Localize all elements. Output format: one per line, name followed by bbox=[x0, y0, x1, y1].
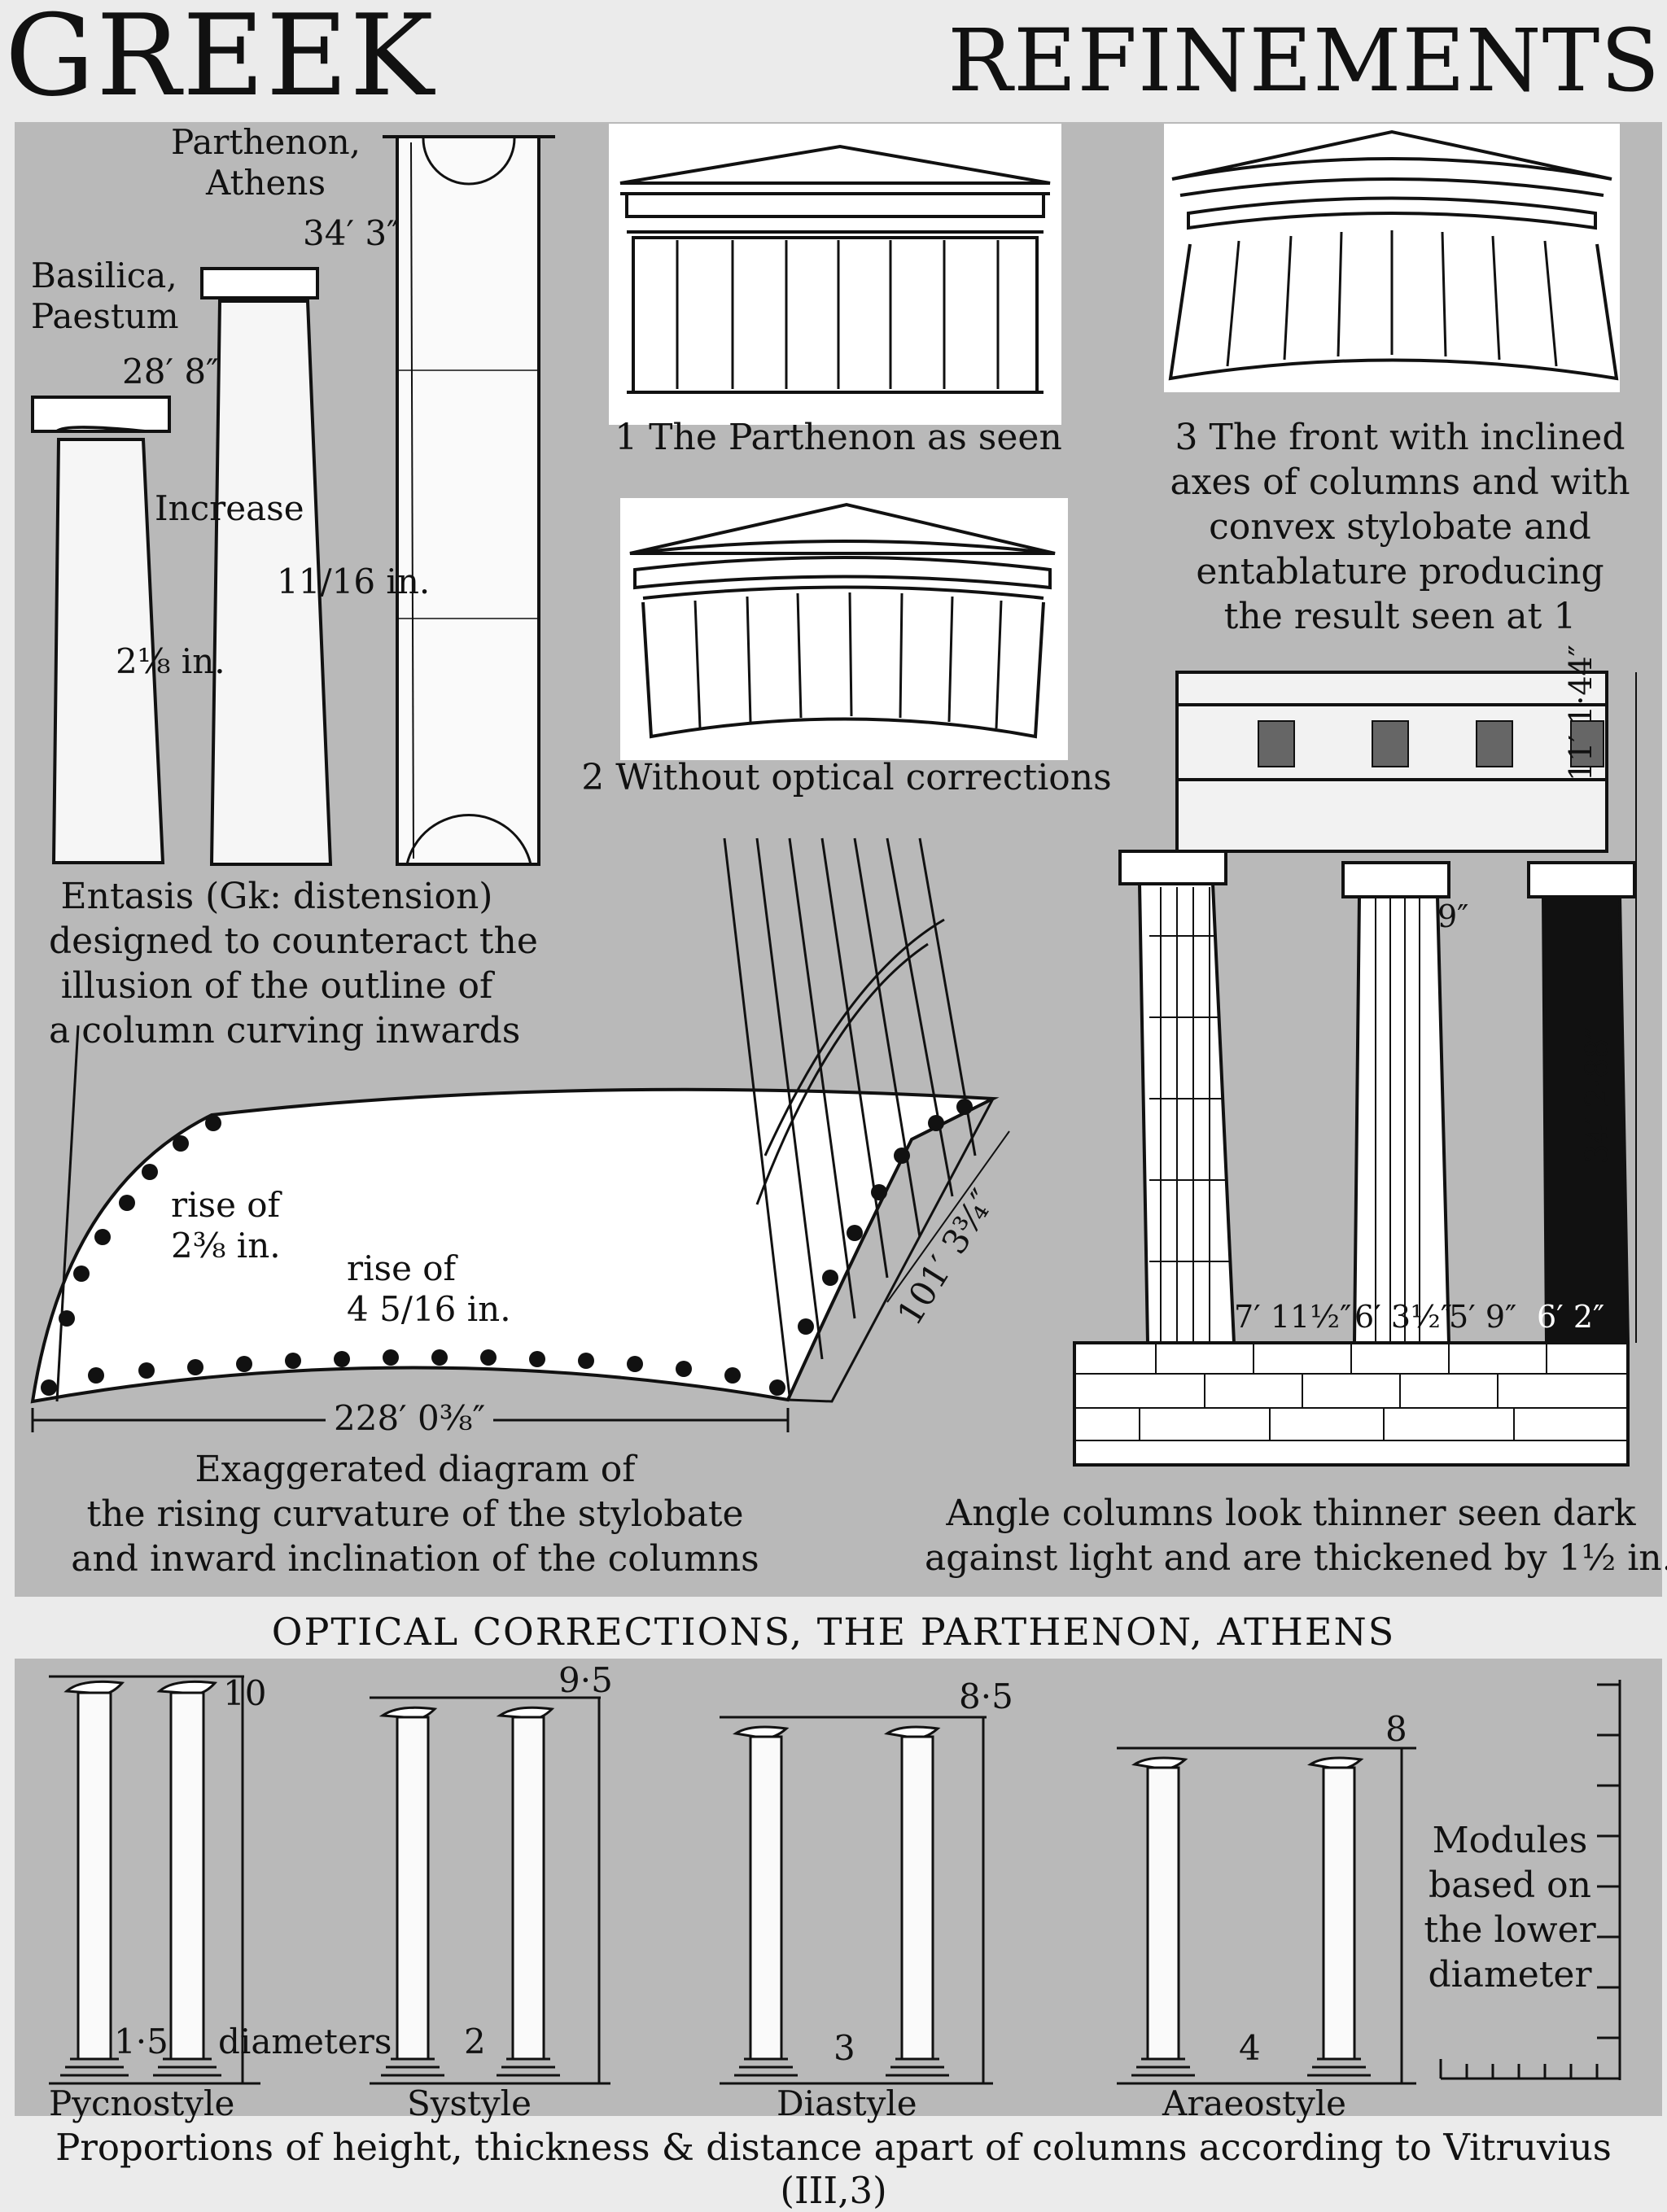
fig2-caption: 2 Without optical corrections bbox=[581, 757, 1112, 798]
basilica-column-drawing bbox=[31, 396, 171, 864]
systyle-name: Systyle bbox=[407, 2083, 532, 2123]
pycnostyle-height: 10 bbox=[223, 1673, 267, 1713]
capital-dim: 9″ bbox=[1437, 898, 1469, 934]
spacing-1: 7′ 11½″ bbox=[1234, 1299, 1352, 1335]
diastyle-name: Diastyle bbox=[777, 2083, 917, 2123]
title-refinements: REFINEMENTS bbox=[947, 11, 1660, 111]
rise-small-label: rise of 2⅜ in. bbox=[171, 1185, 281, 1266]
rise-large-label: rise of 4 5/16 in. bbox=[347, 1248, 511, 1330]
stylobate-length: 228′ 0⅜″ bbox=[326, 1398, 494, 1440]
modules-label: Modules based on the lower diameter bbox=[1424, 1820, 1596, 1996]
stylobate-caption: Exaggerated diagram of the rising curvat… bbox=[71, 1449, 759, 1580]
footer-caption: Proportions of height, thickness & dista… bbox=[55, 2126, 1612, 2212]
spacing-3: 5′ 9″ bbox=[1449, 1299, 1517, 1335]
diastyle-spacing: 3 bbox=[834, 2028, 855, 2068]
parthenon-as-seen-drawing bbox=[609, 124, 1061, 425]
pycnostyle-name: Pycnostyle bbox=[49, 2083, 235, 2123]
column-height: 34′ 2·88″ bbox=[1579, 1027, 1615, 1164]
angle-columns-caption: Angle columns look thinner seen dark aga… bbox=[925, 1493, 1667, 1579]
title-greek: GREEK bbox=[5, 0, 435, 121]
parthenon-height: 34′ 3″ bbox=[303, 213, 400, 253]
pycnostyle-spacing: 1·5 bbox=[114, 2022, 168, 2061]
parthenon-label: Parthenon, Athens bbox=[171, 122, 361, 203]
diameters-label: diameters bbox=[218, 2022, 392, 2061]
araeostyle-spacing: 4 bbox=[1239, 2028, 1261, 2068]
fig1-caption: 1 The Parthenon as seen bbox=[615, 417, 1062, 458]
increase-label: Increase bbox=[155, 488, 304, 528]
section-heading: OPTICAL CORRECTIONS, THE PARTHENON, ATHE… bbox=[271, 1610, 1396, 1654]
inclined-axes-drawing bbox=[1164, 124, 1620, 392]
araeostyle-name: Araeostyle bbox=[1162, 2083, 1347, 2123]
fig3-caption: 3 The front with inclined axes of column… bbox=[1170, 417, 1630, 637]
spacing-2: 6′ 3½″ bbox=[1354, 1299, 1453, 1335]
spacing-4: 6′ 2″ bbox=[1537, 1299, 1605, 1335]
basilica-height: 28′ 8″ bbox=[122, 352, 219, 391]
vitruvius-panel bbox=[15, 1659, 1662, 2116]
angle-columns-drawing bbox=[1073, 671, 1637, 1467]
systyle-height: 9·5 bbox=[558, 1660, 613, 1700]
vitruvius-columns-drawing bbox=[49, 1675, 1621, 2085]
basilica-label: Basilica, Paestum bbox=[31, 256, 179, 337]
basilica-increase: 2⅛ in. bbox=[116, 641, 225, 681]
parthenon-column-drawing bbox=[200, 267, 333, 866]
column-position-dots bbox=[41, 1099, 973, 1396]
entasis-column-drawing bbox=[383, 135, 555, 866]
without-corrections-drawing bbox=[620, 498, 1068, 760]
parthenon-increase: 11/16 in. bbox=[277, 562, 431, 601]
araeostyle-height: 8 bbox=[1385, 1709, 1407, 1749]
diastyle-height: 8·5 bbox=[959, 1676, 1013, 1716]
entasis-caption: Entasis (Gk: distension) designed to cou… bbox=[49, 876, 538, 1051]
systyle-spacing: 2 bbox=[464, 2022, 486, 2061]
entablature-height: 11′ 1·44″ bbox=[1563, 645, 1599, 781]
